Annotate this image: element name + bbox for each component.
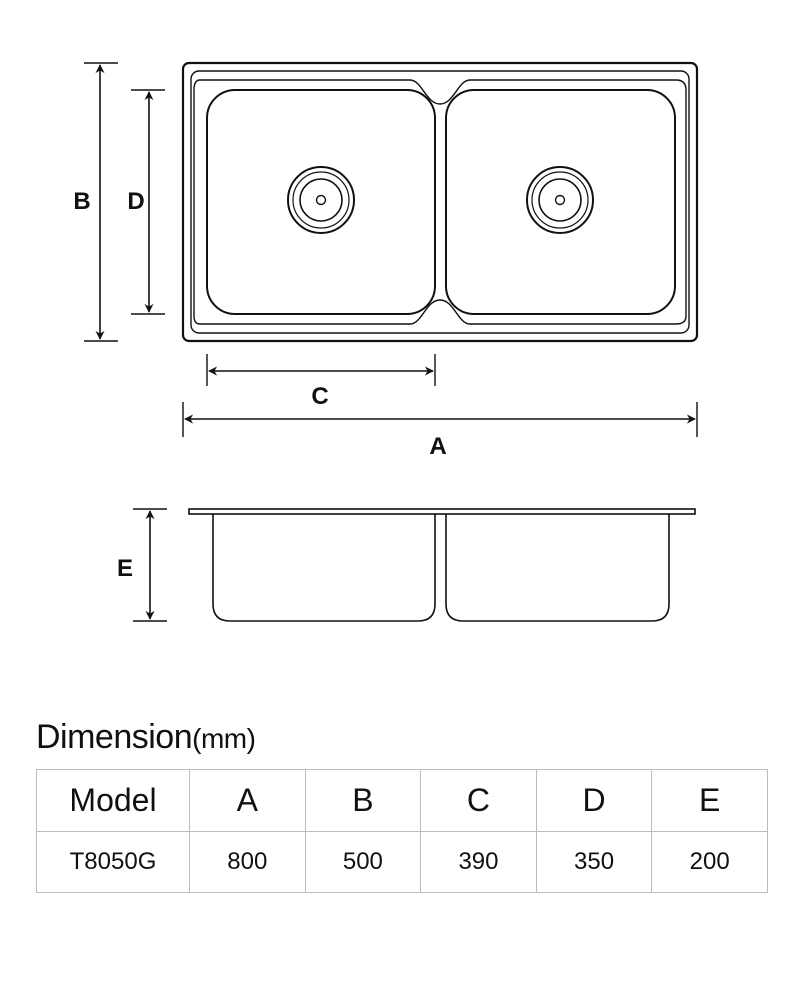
cell-e: 200	[651, 831, 768, 893]
dimension-e	[133, 508, 167, 622]
dimension-label-e: E	[117, 555, 133, 582]
left-drain-icon	[287, 166, 355, 234]
header-cell-d: D	[535, 769, 653, 832]
dimension-title: Dimension(mm)	[36, 718, 256, 757]
dimension-b	[84, 62, 118, 342]
dimension-label-d: D	[127, 188, 144, 215]
side-left-bowl	[212, 514, 436, 622]
header-cell-e: E	[651, 769, 768, 832]
sink-top-view	[181, 61, 699, 343]
sink-dimension-diagram: B D C A E	[73, 61, 699, 622]
header-cell-b: B	[304, 769, 422, 832]
sink-deck-outline	[193, 79, 687, 325]
cell-c: 390	[420, 831, 537, 893]
cell-b: 500	[304, 831, 422, 893]
left-bowl	[206, 89, 436, 315]
cell-model: T8050G	[36, 831, 190, 893]
right-bowl	[445, 89, 676, 315]
dimension-label-c: C	[311, 383, 328, 410]
cell-a: 800	[189, 831, 306, 893]
header-cell-a: A	[189, 769, 306, 832]
dimension-label-b: B	[73, 188, 90, 215]
dimension-a	[182, 402, 698, 437]
dimension-title-unit: (mm)	[192, 723, 256, 754]
table-header-row: Model A B C D E	[36, 769, 768, 832]
dimension-label-a: A	[429, 433, 446, 460]
header-cell-model: Model	[36, 769, 190, 832]
dimension-table: Model A B C D E T8050G 800 500 390 350 2…	[36, 769, 768, 893]
dimension-title-text: Dimension	[36, 718, 193, 756]
sink-side-view	[188, 508, 696, 622]
dimension-d	[131, 89, 165, 315]
sink-outer-rim	[181, 61, 699, 343]
sink-inner-rim	[190, 70, 690, 334]
table-row: T8050G 800 500 390 350 200	[36, 831, 768, 893]
header-cell-c: C	[420, 769, 537, 832]
dimension-c	[206, 354, 436, 386]
side-rim	[188, 508, 696, 515]
cell-d: 350	[535, 831, 653, 893]
right-drain-icon	[526, 166, 594, 234]
side-right-bowl	[445, 514, 670, 622]
